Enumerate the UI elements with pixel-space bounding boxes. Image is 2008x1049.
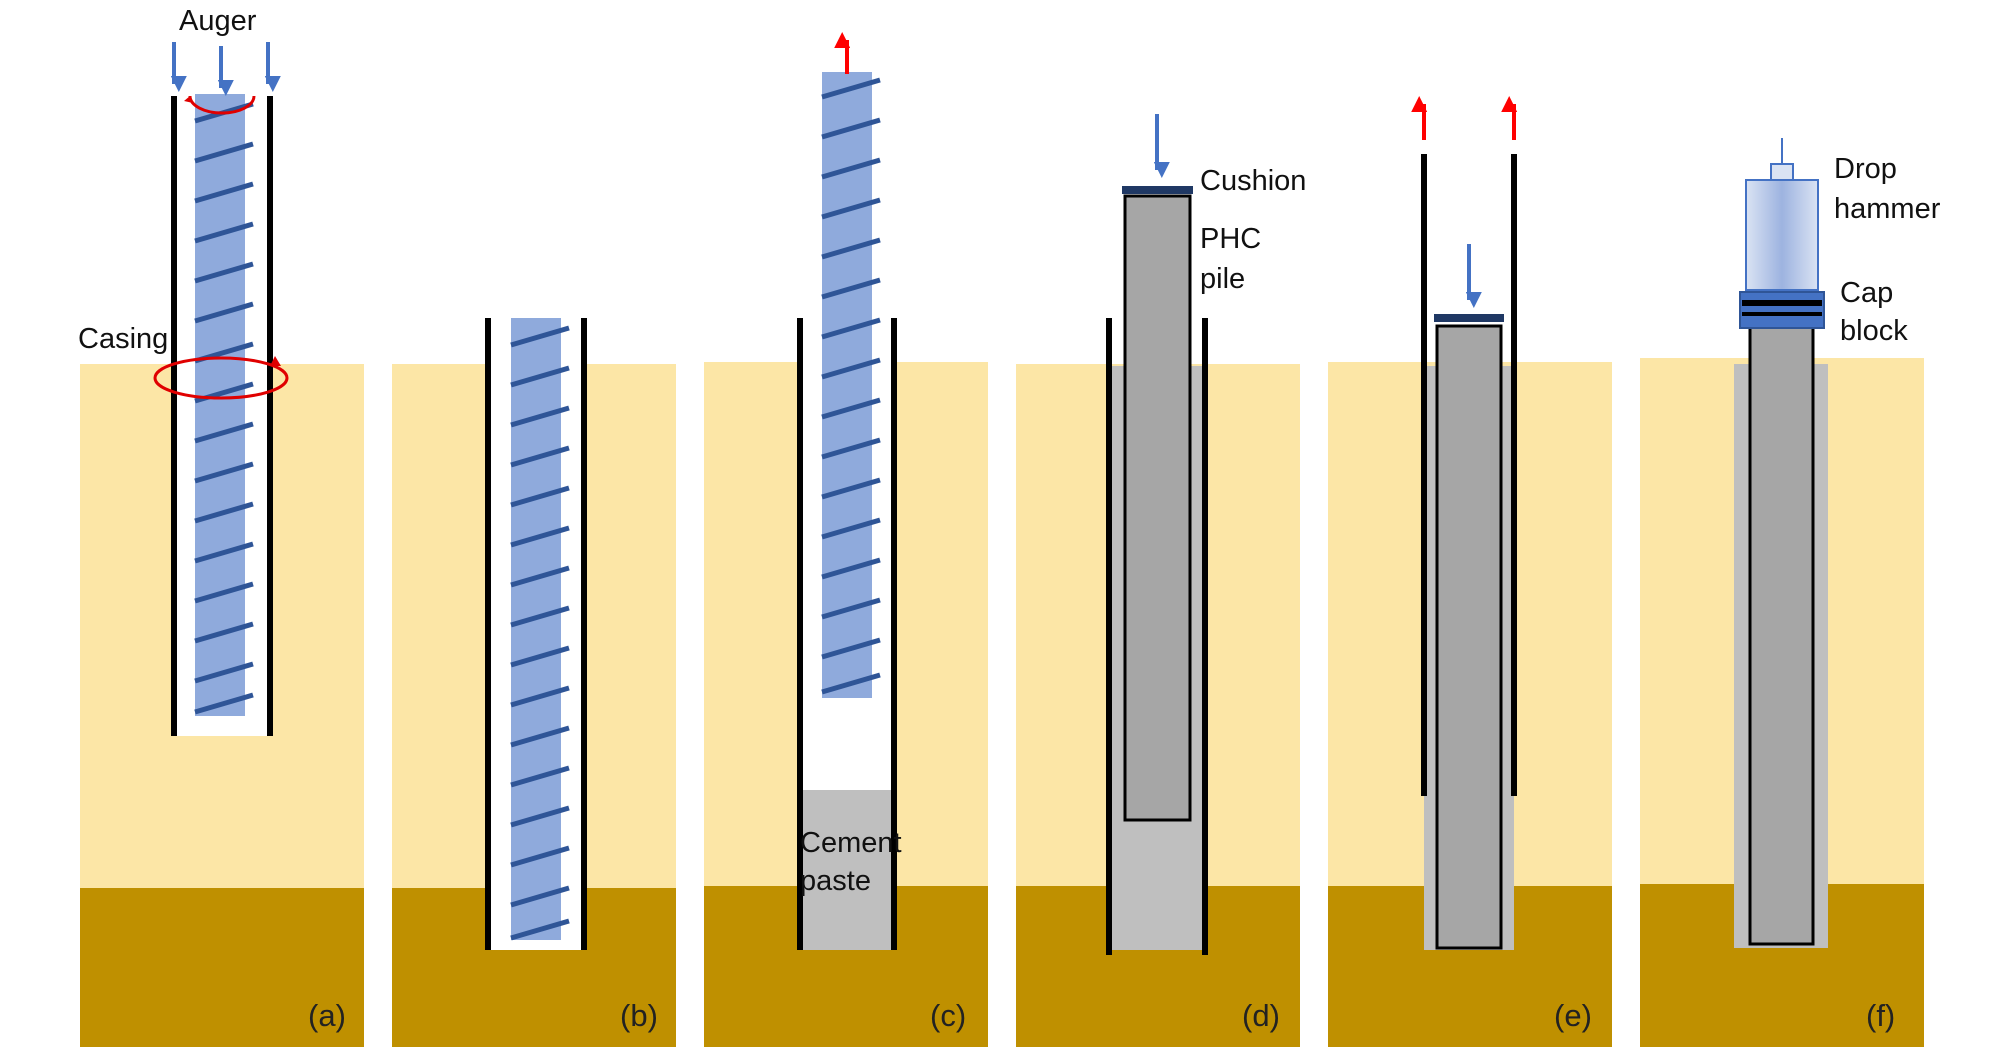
drop-hammer-label: Drop xyxy=(1834,153,1897,185)
rotation-ellipse-icon xyxy=(184,96,193,103)
panel-label-c: (c) xyxy=(930,998,966,1033)
drop-hammer-label: hammer xyxy=(1834,193,1941,225)
hammer-top xyxy=(1770,163,1794,181)
hammer-body xyxy=(1745,179,1819,291)
panel-label-a: (a) xyxy=(308,998,346,1033)
cap-block-band xyxy=(1742,300,1822,306)
rotation-ellipse-icon xyxy=(270,356,281,366)
cushion-label: Cushion xyxy=(1200,165,1306,197)
panel-label-f: (f) xyxy=(1866,998,1895,1033)
cap-block-label: block xyxy=(1840,315,1908,347)
cap-block xyxy=(1739,291,1825,329)
auger-flights-b xyxy=(510,325,570,941)
cement-paste-label: Cement xyxy=(800,827,902,859)
panel-e: (e) xyxy=(1328,96,1612,1047)
panel-label-d: (d) xyxy=(1242,998,1280,1033)
auger-label: Auger xyxy=(179,5,257,37)
auger-flights-c xyxy=(821,77,881,695)
drop-hammer-icon xyxy=(1745,138,1819,291)
rotation-ellipse-icon xyxy=(153,356,289,400)
cushion-d xyxy=(1122,186,1193,194)
cement-paste-label: paste xyxy=(800,865,871,897)
phc-pile-e xyxy=(1435,324,1503,950)
cap-block-band xyxy=(1742,312,1822,316)
casing-label: Casing xyxy=(78,323,168,355)
phc-pile-label: pile xyxy=(1200,263,1245,295)
panel-f: Drop hammer Cap block (f) xyxy=(1640,138,1941,1047)
panel-d: Cushion PHC pile (d) xyxy=(1016,114,1306,1047)
phc-pile-label: PHC xyxy=(1200,223,1261,255)
cap-block-label: Cap xyxy=(1840,277,1893,309)
panel-label-b: (b) xyxy=(620,998,658,1033)
cement-paste-c xyxy=(800,790,894,950)
cushion-e xyxy=(1434,314,1504,322)
push-arrows-a xyxy=(170,42,281,96)
panel-b: (b) xyxy=(392,318,676,1047)
phc-pile-d xyxy=(1123,194,1192,822)
panel-a: Auger Casing (a) xyxy=(78,5,364,1047)
phc-pile-f xyxy=(1748,320,1815,946)
lower-soil-a xyxy=(80,888,364,1047)
panel-c: Cement paste (c) xyxy=(704,32,988,1047)
panel-label-e: (e) xyxy=(1554,998,1592,1033)
rotation-ellipse-icon xyxy=(188,95,256,115)
